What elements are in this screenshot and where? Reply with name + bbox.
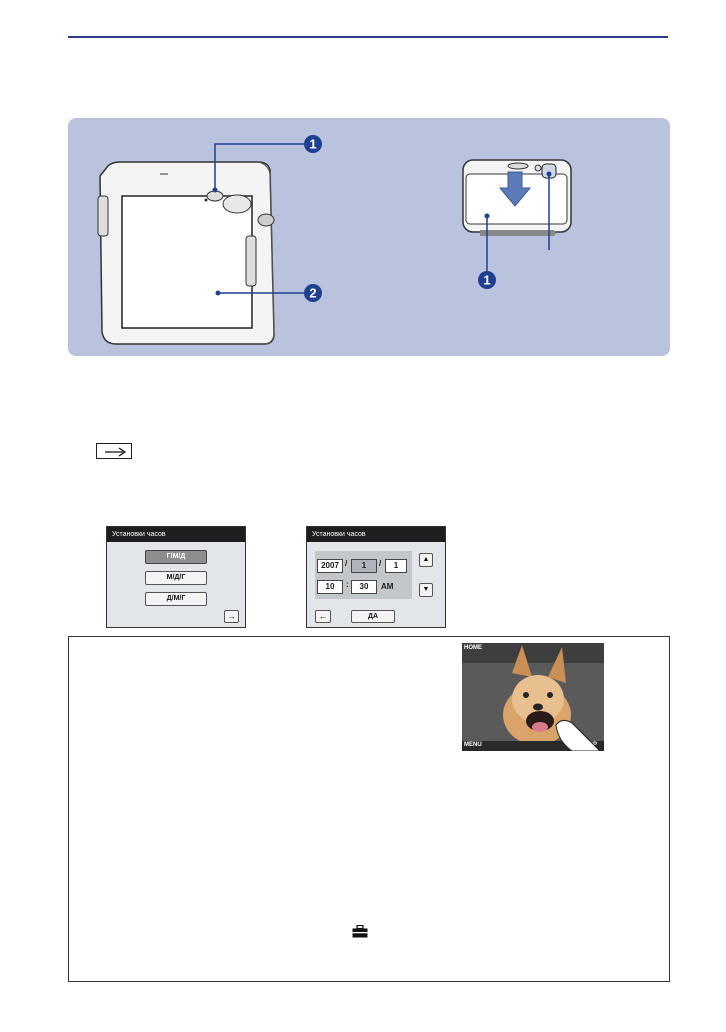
time-separator: : — [346, 580, 349, 589]
date-separator: / — [345, 559, 348, 568]
screen-title: Установки часов — [307, 527, 445, 542]
callout-1-lens-cover: 1 — [478, 171, 552, 289]
back-arrow-icon[interactable]: ← — [315, 610, 331, 623]
scroll-down-icon[interactable]: ▼ — [419, 583, 433, 597]
camera-display-photo: HOME MENU DISP — [462, 643, 604, 751]
minute-field[interactable]: 30 — [351, 580, 377, 594]
callout-2-screen: 2 — [215, 284, 322, 302]
finger-touch-drawing — [555, 719, 601, 751]
callout-1-power: 1 — [212, 135, 322, 193]
format-option-mdy[interactable]: М/Д/Г — [145, 571, 207, 585]
hour-field[interactable]: 10 — [317, 580, 343, 594]
callout-number: 1 — [309, 137, 316, 152]
right-arrow-icon — [96, 443, 132, 459]
month-field[interactable]: 1 — [351, 559, 377, 573]
toolbox-icon — [352, 925, 368, 938]
scroll-up-icon[interactable]: ▲ — [419, 553, 433, 567]
header-rule — [68, 36, 668, 38]
format-option-dmy[interactable]: Д/М/Г — [145, 592, 207, 606]
camera-illustration: 1 2 1 — [97, 135, 572, 345]
callout-number: 2 — [309, 286, 316, 301]
menu-label: MENU — [464, 742, 482, 748]
camera-illustration-panel: 1 2 1 — [68, 118, 670, 356]
clock-format-screen: Установки часов Г/М/Д М/Д/Г Д/М/Г → — [106, 526, 246, 628]
callout-number: 1 — [483, 273, 490, 288]
date-separator: / — [379, 559, 382, 568]
ampm-label: AM — [381, 582, 394, 591]
camera-front-drawing — [97, 161, 275, 345]
day-field[interactable]: 1 — [385, 559, 407, 573]
screen-title: Установки часов — [107, 527, 245, 542]
home-label: HOME — [464, 645, 482, 651]
format-option-ymd[interactable]: Г/М/Д — [145, 550, 207, 564]
camera-lens-cover-drawing — [462, 159, 572, 236]
ok-button[interactable]: ДА — [351, 610, 395, 623]
clock-set-screen: Установки часов 2007 / 1 / 1 10 : 30 AM … — [306, 526, 446, 628]
year-field[interactable]: 2007 — [317, 559, 343, 573]
next-arrow-button[interactable]: → — [224, 610, 239, 623]
